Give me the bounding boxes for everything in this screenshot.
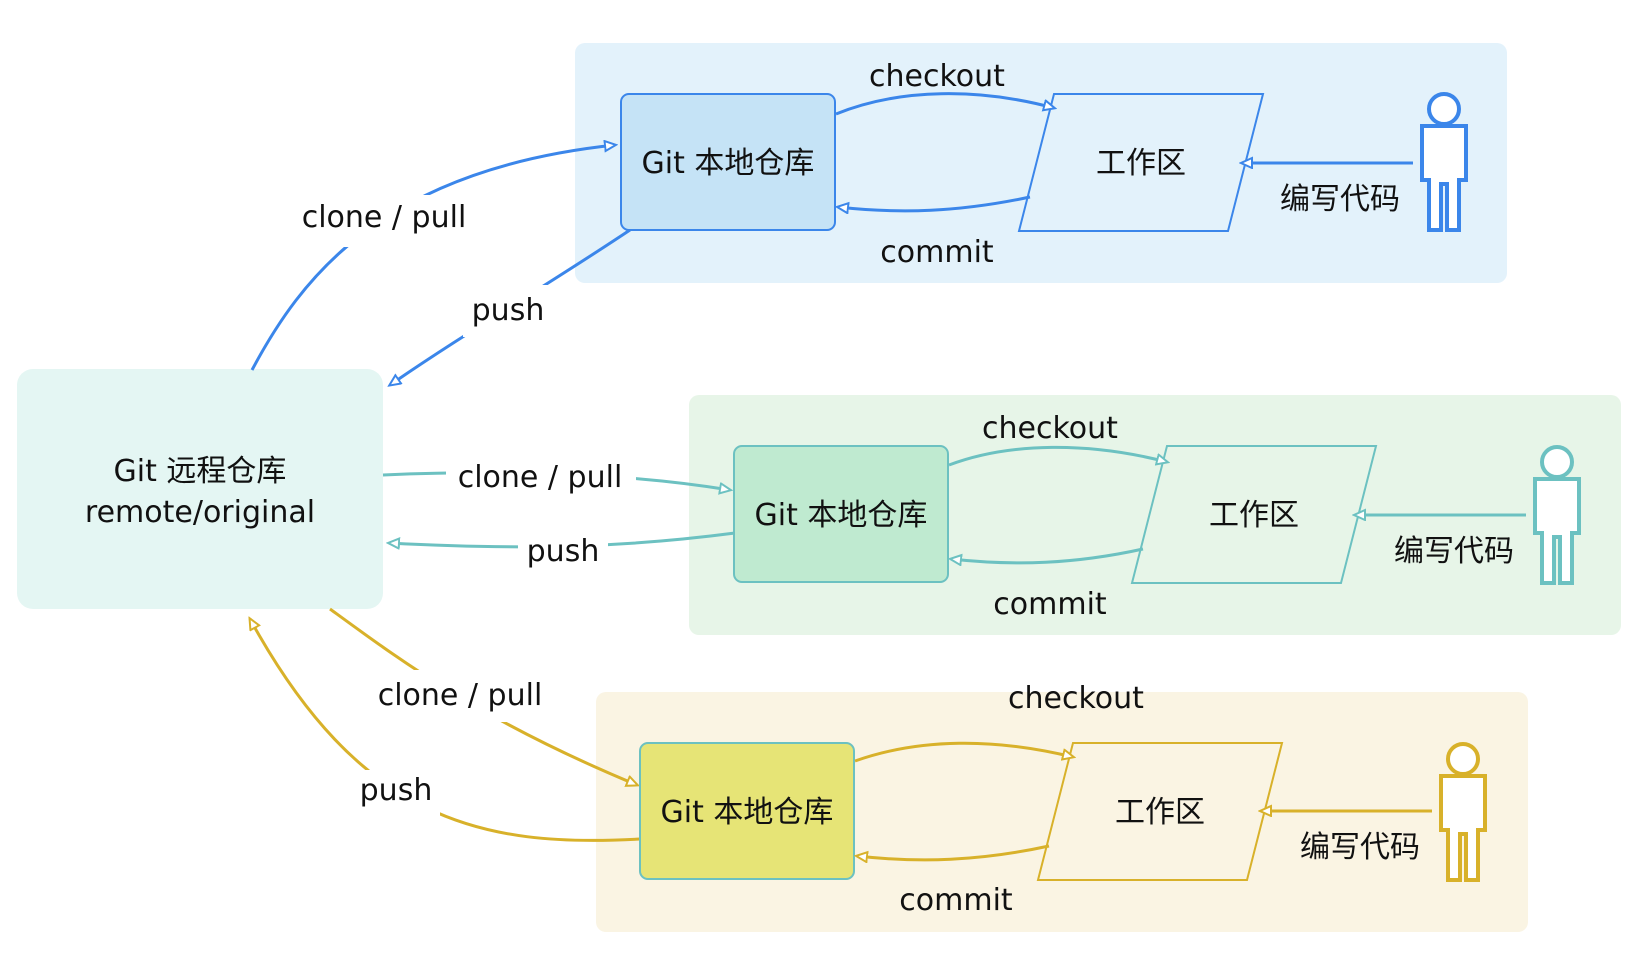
blue-workspace-label: 工作区 <box>1096 146 1186 181</box>
teal-clone-label-bg <box>446 454 636 506</box>
blue-commit-label: commit <box>880 235 994 270</box>
blue-clone-label: clone / pull <box>302 200 467 235</box>
gold-clone-label: clone / pull <box>378 678 543 713</box>
gold-write-label: 编写代码 <box>1300 830 1420 865</box>
remote-repo-title: Git 远程仓库 <box>114 454 287 489</box>
teal-checkout-arrow <box>948 445 1167 467</box>
blue-clone-arrow <box>250 145 615 371</box>
teal-commit-label: commit <box>993 587 1107 622</box>
gold-checkout-label: checkout <box>1008 681 1144 716</box>
blue-commit-arrow <box>838 195 1031 211</box>
blue-local-repo-label: Git 本地仓库 <box>642 146 815 181</box>
blue-write-label: 编写代码 <box>1280 182 1400 217</box>
blue-checkout-arrow <box>835 92 1054 116</box>
person-icon <box>1439 742 1487 882</box>
teal-checkout-label: checkout <box>982 411 1118 446</box>
blue-checkout-label: checkout <box>869 59 1005 94</box>
teal-push-label-bg <box>518 530 608 578</box>
teal-write-label: 编写代码 <box>1394 534 1514 569</box>
remote-repo-node <box>17 369 383 609</box>
gold-checkout-arrow <box>854 741 1073 763</box>
blue-push-label-bg <box>463 285 553 337</box>
gold-push-label-bg <box>350 770 440 818</box>
blue-workspace <box>1017 93 1265 232</box>
teal-local-repo <box>733 445 949 583</box>
teal-push-label: push <box>527 534 600 569</box>
person-icon <box>1533 445 1581 585</box>
gold-local-repo <box>639 742 855 880</box>
teal-workspace-label: 工作区 <box>1209 498 1299 533</box>
gold-local-repo-label: Git 本地仓库 <box>661 795 834 830</box>
gold-push-arrow <box>250 619 641 842</box>
blue-push-label: push <box>472 293 545 328</box>
person-icon <box>1420 92 1468 232</box>
gold-commit-label: commit <box>899 883 1013 918</box>
teal-workspace <box>1130 445 1378 584</box>
gold-clone-label-bg <box>365 670 555 722</box>
teal-clone-label: clone / pull <box>458 460 623 495</box>
teal-local-repo-label: Git 本地仓库 <box>755 498 928 533</box>
gold-workspace-label: 工作区 <box>1115 795 1205 830</box>
gold-workspace <box>1036 742 1284 881</box>
remote-repo-subtitle: remote/original <box>85 495 315 530</box>
blue-local-repo <box>620 93 836 231</box>
gold-push-label: push <box>360 773 433 808</box>
gold-commit-arrow <box>857 844 1050 860</box>
teal-commit-arrow <box>951 547 1144 563</box>
blue-clone-label-bg <box>290 195 480 247</box>
